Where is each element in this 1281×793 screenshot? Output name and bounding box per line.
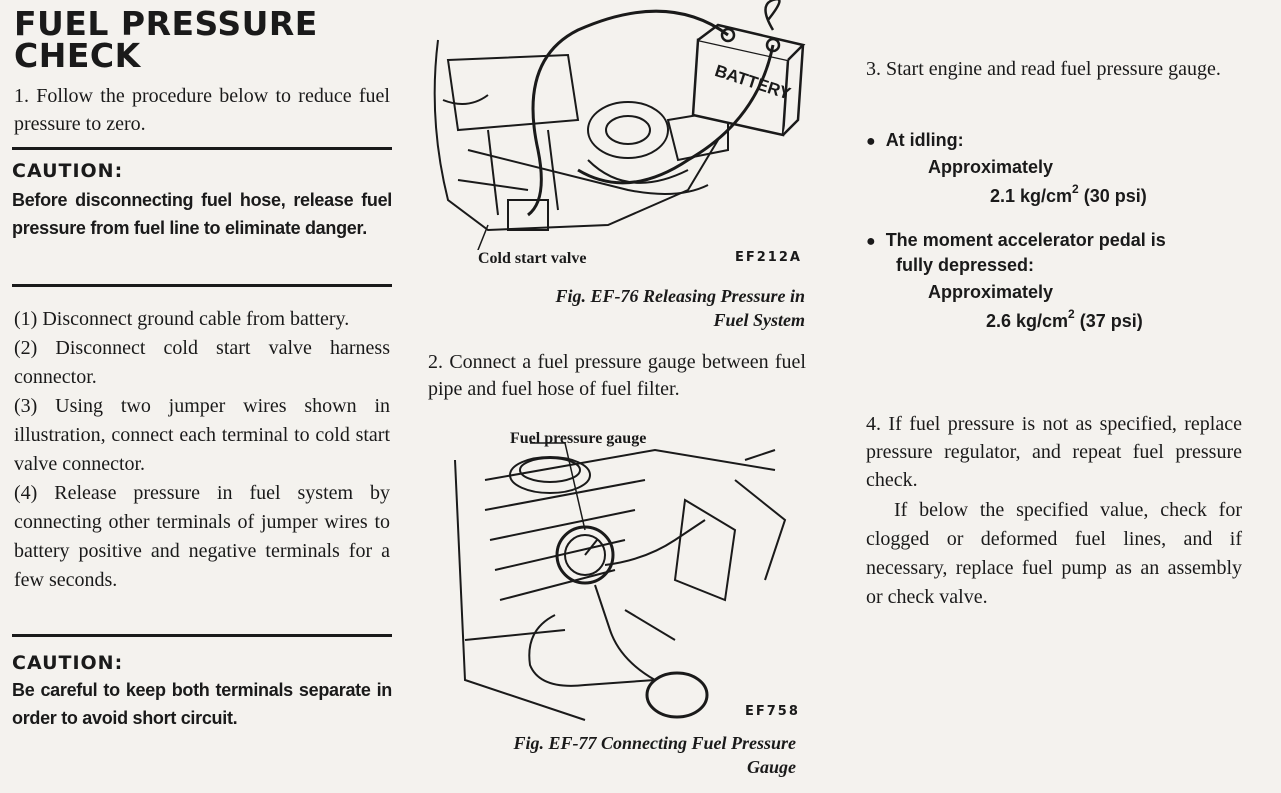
figure-caption-line2: Gauge bbox=[747, 757, 796, 777]
page-title-line2: CHECK bbox=[14, 36, 141, 75]
spec-condition: At idling: bbox=[885, 130, 964, 150]
bullet-icon: ● bbox=[866, 233, 876, 250]
spec-approx: Approximately bbox=[928, 282, 1054, 302]
spec-approx: Approximately bbox=[928, 157, 1054, 177]
intro-paragraph: 1. Follow the procedure below to reduce … bbox=[14, 85, 390, 135]
spec-value-suffix: (30 psi) bbox=[1078, 186, 1147, 206]
cold-start-valve-illustration: BATTERY bbox=[433, 0, 806, 250]
spec-full-throttle: ● The moment accelerator pedal is fully … bbox=[866, 230, 1256, 332]
caution-title: CAUTION: bbox=[12, 652, 124, 674]
page-title: FUEL PRESSURE CHECK bbox=[14, 7, 384, 75]
spec-idling: ● At idling: Approximately 2.1 kg/cm2 (3… bbox=[866, 130, 1246, 207]
step-4-paragraph-2: If below the specified value, check for … bbox=[866, 499, 1242, 608]
step-4-paragraph: 4. If fuel pressure is not as specified,… bbox=[866, 413, 1242, 491]
figure-caption-line1: Fig. EF-77 Connecting Fuel Pressure bbox=[513, 733, 796, 753]
procedure-step-2: (2) Disconnect cold start valve harness … bbox=[14, 337, 390, 388]
procedure-steps: (1) Disconnect ground cable from battery… bbox=[14, 305, 390, 595]
spec-value-suffix: (37 psi) bbox=[1074, 311, 1143, 331]
spec-value-sup: 2 bbox=[1072, 182, 1079, 196]
spec-value-sup: 2 bbox=[1068, 307, 1075, 321]
spec-value-prefix: 2.1 kg/cm bbox=[990, 186, 1073, 206]
step-2-paragraph: 2. Connect a fuel pressure gauge between… bbox=[428, 351, 806, 400]
figure-label: Cold start valve bbox=[478, 250, 587, 267]
procedure-step-4: (4) Release pressure in fuel system by c… bbox=[14, 482, 390, 591]
procedure-step-1: (1) Disconnect ground cable from battery… bbox=[14, 308, 350, 330]
caution-box-2: CAUTION: Be careful to keep both termina… bbox=[12, 652, 392, 732]
figure-caption-line1: Fig. EF-76 Releasing Pressure in bbox=[555, 286, 805, 306]
caution-text: Be careful to keep both terminals separa… bbox=[12, 680, 392, 728]
procedure-step-3: (3) Using two jumper wires shown in illu… bbox=[14, 395, 390, 475]
bullet-icon: ● bbox=[866, 133, 876, 150]
spec-value: 2.1 kg/cm2 (30 psi) bbox=[990, 182, 1246, 207]
divider bbox=[12, 284, 392, 287]
divider bbox=[12, 147, 392, 150]
figure-code: EF758 bbox=[745, 704, 800, 719]
figure-caption: Fig. EF-77 Connecting Fuel Pressure Gaug… bbox=[440, 731, 796, 779]
spec-value-prefix: 2.6 kg/cm bbox=[986, 311, 1069, 331]
caution-box-1: CAUTION: Before disconnecting fuel hose,… bbox=[12, 160, 392, 242]
caution-title: CAUTION: bbox=[12, 160, 124, 182]
caution-text: Before disconnecting fuel hose, release … bbox=[12, 190, 392, 238]
figure-caption: Fig. EF-76 Releasing Pressure in Fuel Sy… bbox=[450, 284, 805, 332]
spec-condition: The moment accelerator pedal is bbox=[885, 230, 1166, 250]
spec-value: 2.6 kg/cm2 (37 psi) bbox=[986, 307, 1256, 332]
figure-caption-line2: Fuel System bbox=[713, 310, 805, 330]
divider bbox=[12, 634, 392, 637]
figure-code: EF212A bbox=[735, 250, 802, 265]
page-title-line1: FUEL PRESSURE bbox=[14, 4, 318, 43]
step-3-paragraph: 3. Start engine and read fuel pressure g… bbox=[866, 58, 1221, 80]
spec-condition: fully depressed: bbox=[896, 255, 1035, 275]
fuel-pressure-gauge-illustration bbox=[454, 442, 787, 721]
